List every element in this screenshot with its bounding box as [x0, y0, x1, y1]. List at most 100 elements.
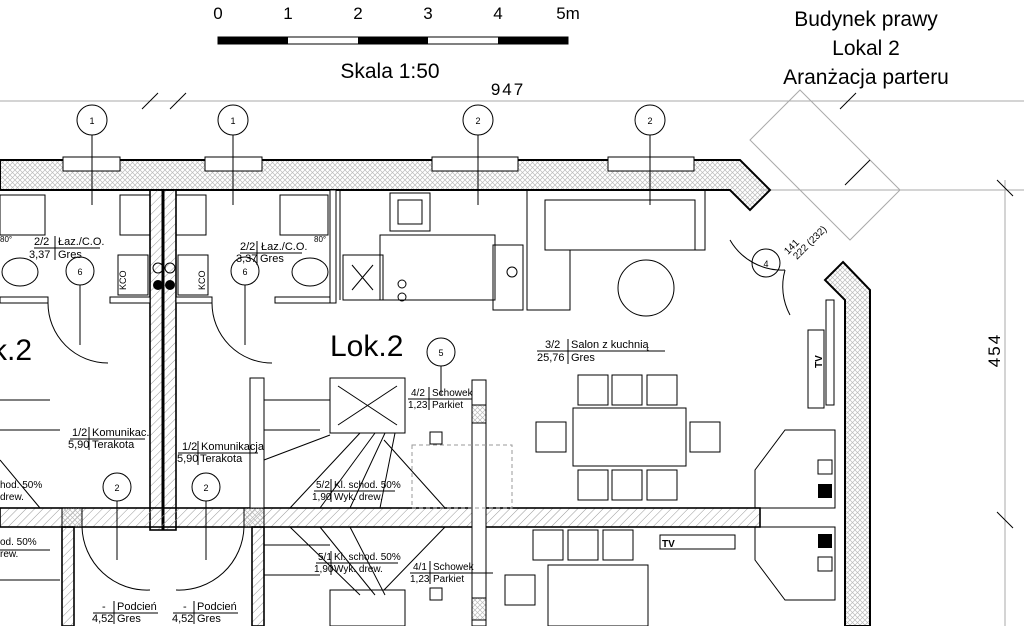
label-text: 2	[647, 116, 652, 126]
kco-label: KCO	[118, 270, 128, 290]
label-text: 4,52	[172, 613, 193, 625]
tv-label: TV	[662, 539, 675, 550]
grid-markers: 1 1 2 2 6 6 2 2 5 4	[65, 104, 781, 560]
grid-marker: 1	[76, 104, 108, 205]
label-text: 5,90	[68, 439, 89, 451]
unit-label-left: k.2	[0, 334, 32, 367]
label-text: 5/2	[316, 480, 330, 491]
label-text: 1/2	[72, 427, 87, 439]
scale-tick: 0	[213, 4, 222, 23]
room-label: -Podcień 4,52 Gres	[92, 601, 158, 625]
kco-label: KCO	[197, 270, 207, 290]
label-text: Łaz./C.O.	[58, 236, 104, 248]
label-text: 4	[763, 259, 768, 269]
grid-marker: 2	[462, 104, 494, 205]
label-text: 1,90	[314, 564, 334, 575]
label-text: -	[102, 601, 106, 613]
label-text: 2	[475, 116, 480, 126]
scale-bar: 0 1 2 3 4 5m Skala 1:50	[213, 4, 580, 83]
label-text: Komunikacja	[201, 441, 265, 453]
label-text: 2	[203, 483, 208, 493]
label-text: Kl. schod. 50%	[334, 552, 401, 563]
scale-label: Skala 1:50	[340, 60, 439, 83]
scale-tick: 2	[353, 4, 362, 23]
label-text: Gres	[571, 352, 595, 364]
label-text: 5	[438, 348, 443, 358]
title-unit: Lokal 2	[832, 37, 900, 60]
title-subject: Aranżacja parteru	[783, 66, 949, 89]
scale-tick: 5m	[556, 4, 580, 23]
dimension-width: 947	[491, 80, 525, 99]
grid-marker: 2	[634, 104, 666, 205]
label-text: 25,76	[537, 352, 565, 364]
label-text: Terakota	[92, 439, 135, 451]
furniture	[0, 189, 836, 626]
grid-marker: 2	[191, 472, 221, 560]
label-text: 1,90	[312, 492, 332, 503]
staircases	[0, 377, 513, 626]
label-text: -	[183, 601, 187, 613]
label-text: 5,90	[177, 453, 198, 465]
partial-label: drew.	[0, 492, 24, 503]
label-text: Gres	[58, 249, 82, 261]
room-label: 2/2 Łaz./C.O. 3,37 Gres	[29, 236, 104, 261]
dimension-lines: 947 454	[0, 80, 1024, 626]
scale-tick: 3	[423, 4, 432, 23]
label-text: Gres	[260, 253, 284, 265]
label-text: 1/2	[182, 441, 197, 453]
label-text: Gres	[117, 613, 141, 625]
label-text: 4/2	[411, 388, 425, 399]
label-text: Parkiet	[432, 400, 463, 411]
angle-label: 80°	[0, 235, 12, 244]
label-text: 4,52	[92, 613, 113, 625]
label-text: 2	[114, 483, 119, 493]
title-building: Budynek prawy	[794, 8, 938, 31]
label-text: Gres	[197, 613, 221, 625]
scale-tick: 1	[283, 4, 292, 23]
tv-label: TV	[814, 355, 825, 368]
label-text: Terakota	[200, 453, 243, 465]
grid-marker: 2	[102, 472, 132, 560]
grid-marker: 6	[65, 256, 95, 345]
label-text: 1	[230, 116, 235, 126]
label-text: Wyk. drew.	[334, 564, 383, 575]
label-text: 6	[242, 267, 247, 277]
unit-label-main: Lok.2	[330, 330, 403, 363]
label-text: 1	[89, 116, 94, 126]
grid-marker: 4	[751, 248, 781, 278]
label-text: Schowek	[433, 562, 475, 573]
partial-label: rew.	[0, 549, 18, 560]
label-text: 2/2	[34, 236, 49, 248]
angle-label: 80°	[314, 235, 326, 244]
label-text: 1,23	[410, 574, 430, 585]
label-text: Łaz./C.O.	[261, 241, 307, 253]
label-text: Podcień	[197, 601, 237, 613]
label-text: Schowek	[432, 388, 474, 399]
grid-marker: 1	[217, 104, 249, 205]
label-text: 3/2	[545, 339, 560, 351]
label-text: Wyk. drew.	[334, 492, 383, 503]
doors	[47, 89, 901, 591]
grid-marker: 6	[230, 256, 260, 345]
label-text: 3,37	[29, 249, 50, 261]
scale-tick: 4	[493, 4, 502, 23]
grid-marker: 5	[426, 337, 456, 395]
label-text: 3,37	[236, 253, 257, 265]
label-text: 5/1	[318, 552, 332, 563]
label-text: Kl. schod. 50%	[334, 480, 401, 491]
label-text: 1,23	[408, 400, 428, 411]
label-text: Komunikac.	[92, 427, 149, 439]
room-label: -Podcień 4,52 Gres	[172, 601, 238, 625]
partial-label: od. 50%	[0, 537, 37, 548]
label-text: Podcień	[117, 601, 157, 613]
partial-label: hod. 50%	[0, 480, 42, 491]
